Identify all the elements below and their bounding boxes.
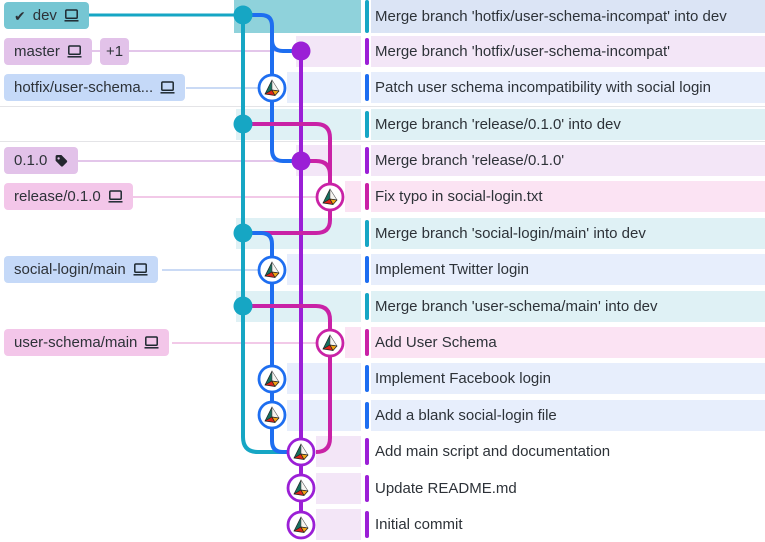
commit-row-background bbox=[371, 72, 765, 103]
commit-row-accent-bar bbox=[365, 511, 369, 538]
commit-row[interactable]: Implement Facebook login bbox=[362, 363, 765, 394]
branch-label-user-schema[interactable]: user-schema/main bbox=[4, 329, 170, 356]
commit-row-accent-bar bbox=[365, 183, 369, 210]
commit-row-background bbox=[371, 109, 765, 140]
hidden-refs-badge[interactable]: +1 bbox=[100, 38, 130, 65]
commit-message: Initial commit bbox=[375, 516, 463, 533]
commit-row-accent-bar bbox=[365, 74, 369, 101]
laptop-icon bbox=[160, 81, 175, 94]
commit-row-background bbox=[371, 181, 765, 212]
branch-label-dev[interactable]: ✔ dev bbox=[4, 2, 89, 29]
branch-name: hotfix/user-schema... bbox=[14, 79, 154, 96]
commit-message: Add User Schema bbox=[375, 334, 497, 351]
graph-row-highlight bbox=[316, 509, 361, 540]
row-separator bbox=[0, 106, 765, 107]
commit-message: Merge branch 'hotfix/user-schema-incompa… bbox=[375, 43, 671, 60]
commit-row-background bbox=[371, 36, 765, 67]
graph-row-highlight bbox=[345, 181, 361, 212]
commit-row-accent-bar bbox=[365, 220, 369, 247]
commit-message: Merge branch 'release/0.1.0' bbox=[375, 152, 565, 169]
commit-message: Update README.md bbox=[375, 480, 517, 497]
tag-icon bbox=[55, 154, 68, 166]
commit-row[interactable]: Add User Schema bbox=[362, 327, 765, 358]
commit-row-background bbox=[371, 291, 765, 322]
tag-label-0.1.0[interactable]: 0.1.0 bbox=[4, 147, 79, 174]
commit-message: Add a blank social-login file bbox=[375, 407, 557, 424]
commit-row-accent-bar bbox=[365, 438, 369, 465]
commit-message: Add main script and documentation bbox=[375, 443, 611, 460]
commit-message: Patch user schema incompatibility with s… bbox=[375, 79, 711, 96]
commit-row-accent-bar bbox=[365, 365, 369, 392]
commit-row-accent-bar bbox=[365, 293, 369, 320]
commit-row[interactable]: Merge branch 'user-schema/main' into dev bbox=[362, 291, 765, 322]
laptop-icon bbox=[67, 45, 82, 58]
graph-row-highlight bbox=[345, 327, 361, 358]
commit-row[interactable]: Fix typo in social-login.txt bbox=[362, 181, 765, 212]
commit-row-accent-bar bbox=[365, 329, 369, 356]
commit-message: Merge branch 'user-schema/main' into dev bbox=[375, 298, 658, 315]
commit-row[interactable]: Update README.md bbox=[362, 473, 765, 504]
branch-label-master[interactable]: master bbox=[4, 38, 92, 65]
laptop-icon bbox=[133, 263, 148, 276]
laptop-icon bbox=[144, 336, 159, 349]
commit-row-background bbox=[371, 218, 765, 249]
commit-row-accent-bar bbox=[365, 402, 369, 429]
graph-row-highlight bbox=[316, 473, 361, 504]
branch-label-release[interactable]: release/0.1.0 bbox=[4, 183, 133, 210]
commit-message: Implement Twitter login bbox=[375, 261, 529, 278]
commit-message: Merge branch 'hotfix/user-schema-incompa… bbox=[375, 8, 727, 25]
branch-name: release/0.1.0 bbox=[14, 188, 101, 205]
commit-row-accent-bar bbox=[365, 0, 369, 33]
commit-row[interactable]: Add a blank social-login file bbox=[362, 400, 765, 431]
commit-row-accent-bar bbox=[365, 111, 369, 138]
commit-row-background bbox=[371, 145, 765, 176]
row-separator bbox=[0, 141, 765, 142]
branch-name: social-login/main bbox=[14, 261, 126, 278]
commit-row[interactable]: Merge branch 'social-login/main' into de… bbox=[362, 218, 765, 249]
commit-row[interactable]: Patch user schema incompatibility with s… bbox=[362, 72, 765, 103]
commit-row[interactable]: Add main script and documentation bbox=[362, 436, 765, 467]
commit-message: Fix typo in social-login.txt bbox=[375, 188, 543, 205]
laptop-icon bbox=[64, 9, 79, 22]
commit-row[interactable]: Merge branch 'hotfix/user-schema-incompa… bbox=[362, 0, 765, 33]
commit-row[interactable]: Merge branch 'release/0.1.0' bbox=[362, 145, 765, 176]
branch-label-hotfix[interactable]: hotfix/user-schema... bbox=[4, 74, 186, 101]
commit-row-background bbox=[371, 327, 765, 358]
tag-name: 0.1.0 bbox=[14, 152, 48, 169]
commit-row[interactable]: Initial commit bbox=[362, 509, 765, 540]
branch-name: dev bbox=[32, 7, 57, 24]
branch-name: master bbox=[14, 43, 60, 60]
commit-row[interactable]: Merge branch 'release/0.1.0' into dev bbox=[362, 109, 765, 140]
commit-row-background bbox=[371, 0, 765, 33]
commit-row-background bbox=[371, 363, 765, 394]
commit-row-background bbox=[371, 254, 765, 285]
commit-row[interactable]: Implement Twitter login bbox=[362, 254, 765, 285]
branch-label-social-login[interactable]: social-login/main bbox=[4, 256, 158, 283]
laptop-icon bbox=[108, 190, 123, 203]
commit-message: Merge branch 'release/0.1.0' into dev bbox=[375, 116, 621, 133]
commit-message: Merge branch 'social-login/main' into de… bbox=[375, 225, 646, 242]
branch-name: user-schema/main bbox=[14, 334, 138, 351]
commit-row-background bbox=[371, 400, 765, 431]
commit-message: Implement Facebook login bbox=[375, 370, 551, 387]
commit-row-accent-bar bbox=[365, 256, 369, 283]
commit-row[interactable]: Merge branch 'hotfix/user-schema-incompa… bbox=[362, 36, 765, 67]
commit-row-accent-bar bbox=[365, 147, 369, 174]
commit-row-accent-bar bbox=[365, 475, 369, 502]
checked-out-icon: ✔ bbox=[14, 7, 26, 24]
commit-row-accent-bar bbox=[365, 38, 369, 65]
